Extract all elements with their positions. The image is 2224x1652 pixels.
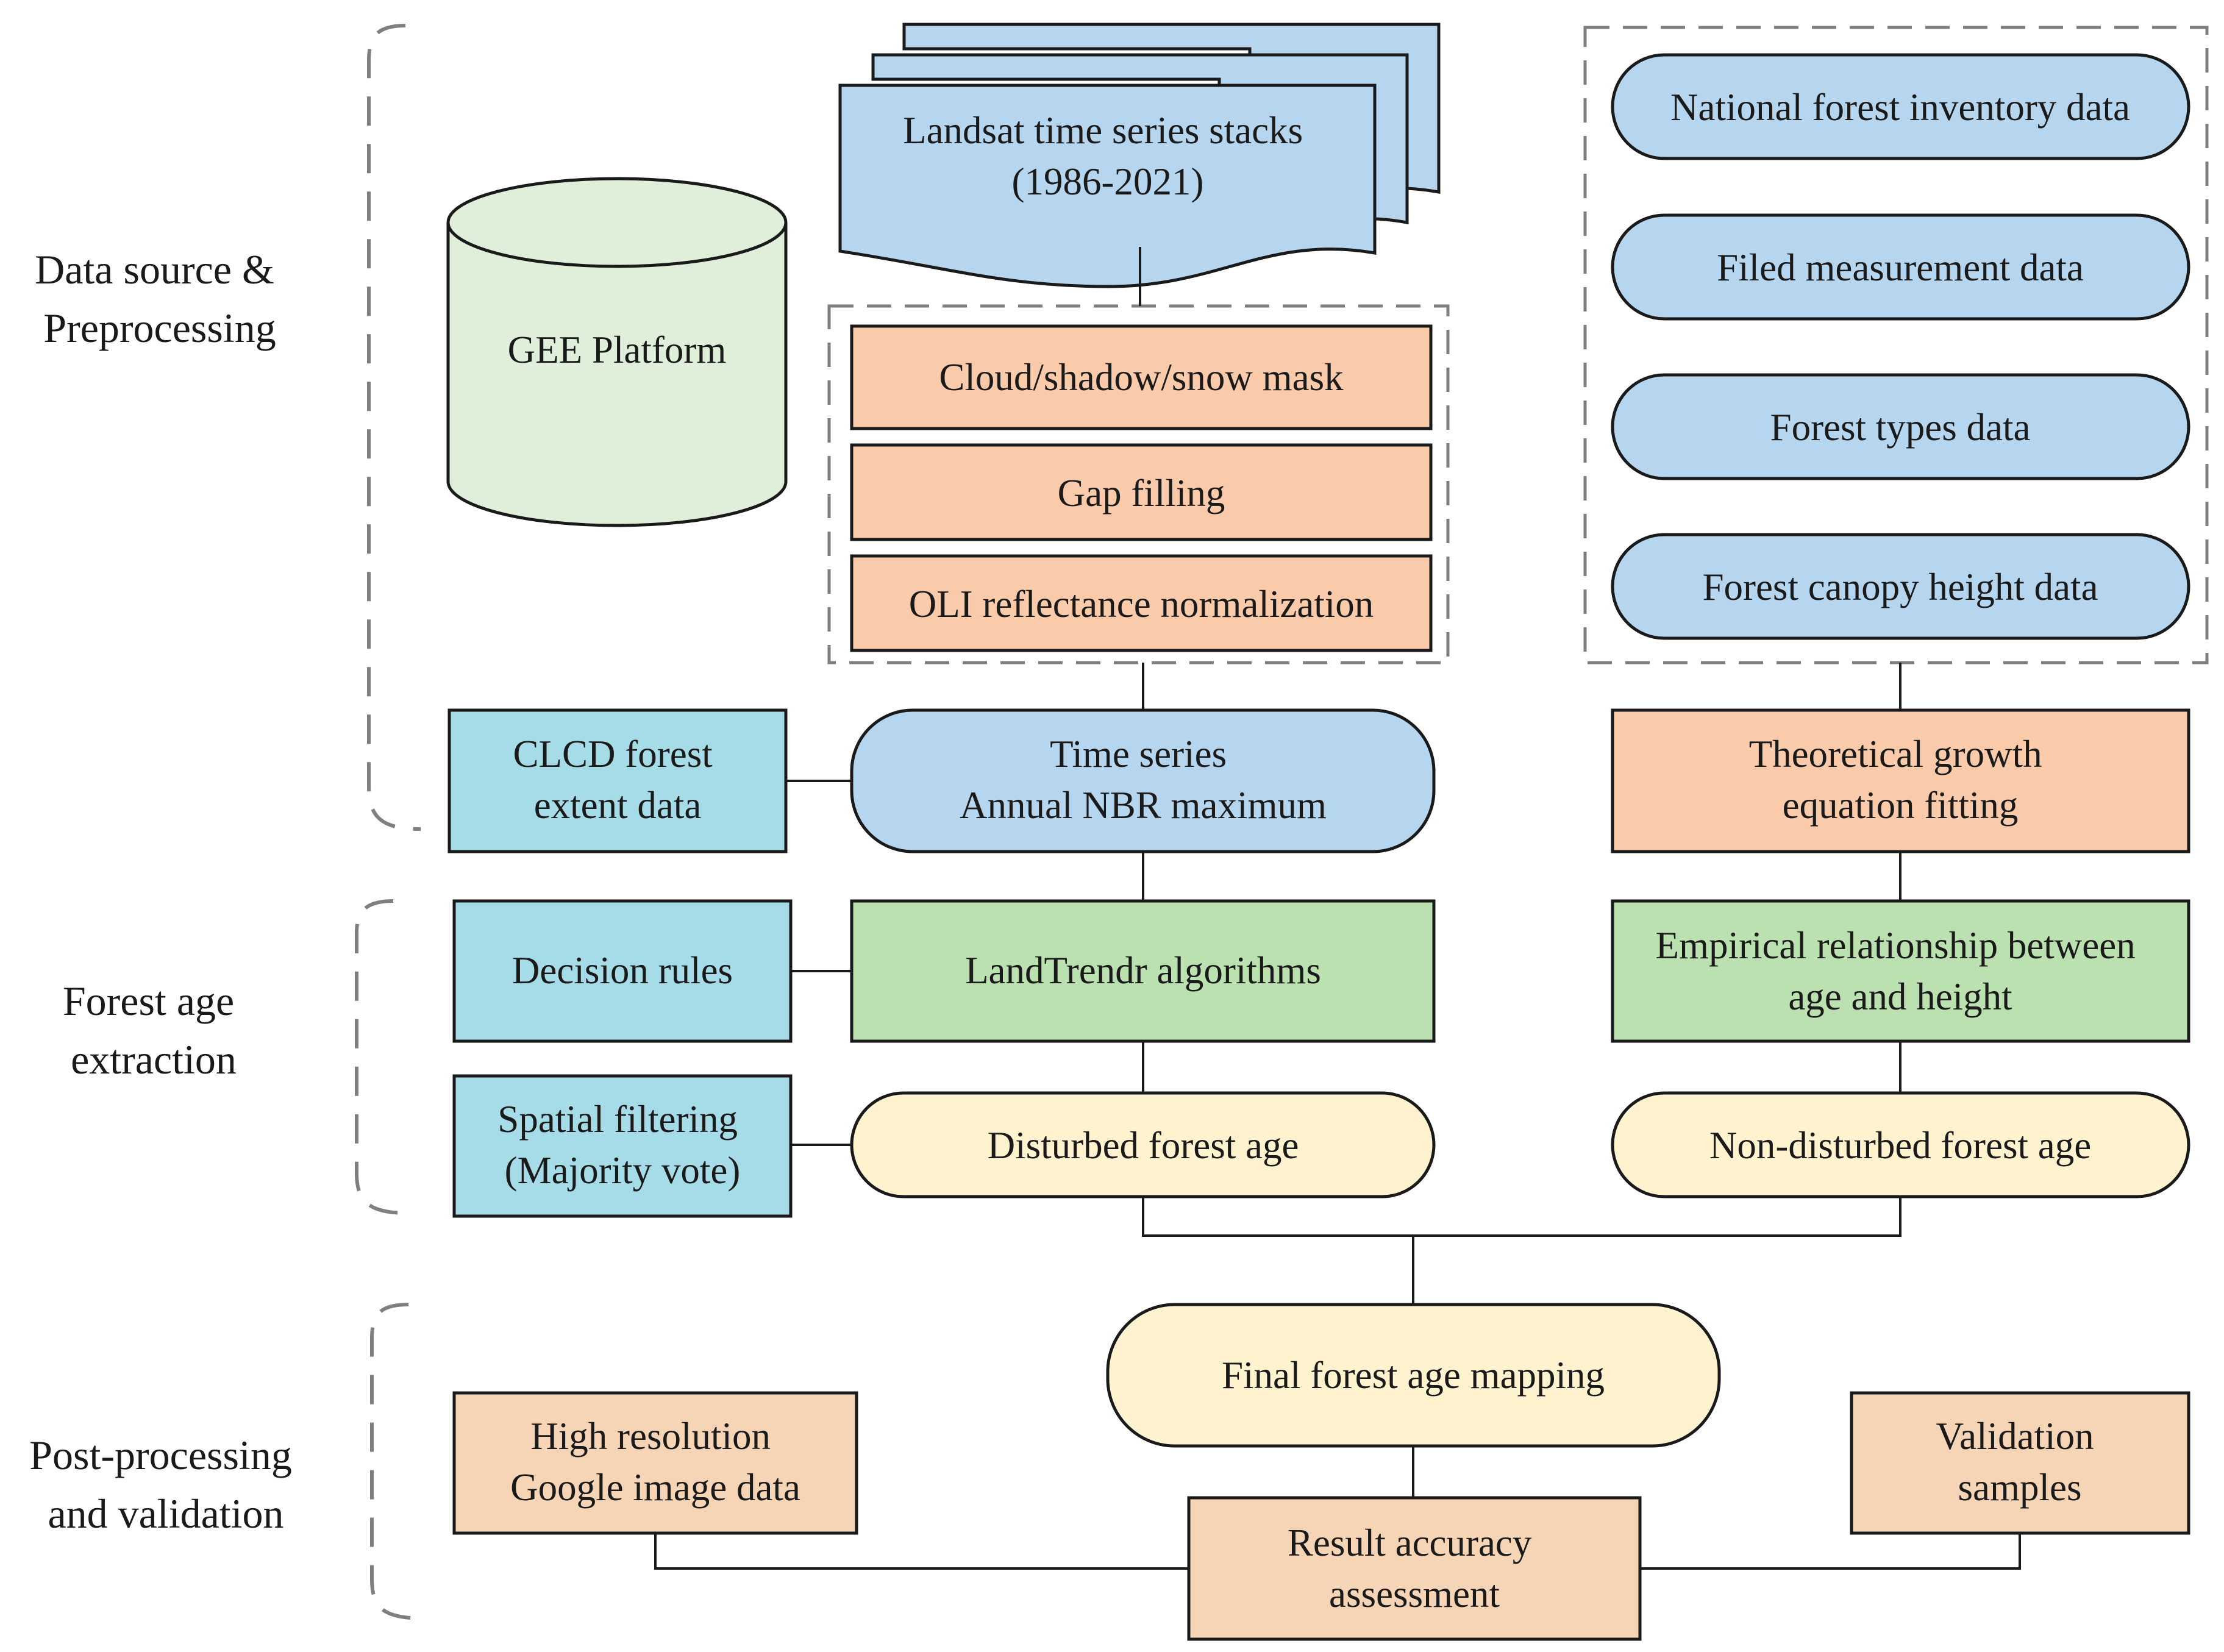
empirical-relationship-box <box>1611 899 2190 1043</box>
gap-filling-box <box>850 443 1433 541</box>
forest-types-label: Forest types data <box>1770 406 2031 449</box>
section-label-post-processing: Post-processing and validation <box>29 1432 302 1537</box>
canopy-height-label: Forest canopy height data <box>1702 566 2098 608</box>
empirical-relationship-label: Empirical relationship between age and h… <box>1656 924 2145 1018</box>
accuracy-assessment-label: Result accuracy assessment <box>1288 1522 1541 1615</box>
field-measurement-pill <box>1611 213 2190 321</box>
oli-normalization-box <box>850 554 1433 652</box>
cloud-mask-box <box>850 324 1433 430</box>
time-series-pill <box>850 708 1436 853</box>
reference-data-group <box>1583 26 2209 664</box>
decision-rules-box <box>452 899 793 1043</box>
validation-samples-box <box>1850 1391 2190 1535</box>
landsat-document-stack <box>838 23 1441 288</box>
gee-platform-label: GEE Platform <box>508 329 727 371</box>
decision-rules-label: Decision rules <box>512 949 733 992</box>
bracket-post-processing <box>370 1303 427 1620</box>
arrow-validation-to-accuracy <box>1639 1533 2021 1570</box>
accuracy-assessment-box <box>1187 1496 1642 1641</box>
merge-line <box>1142 1197 1901 1237</box>
cloud-mask-label: Cloud/shadow/snow mask <box>939 356 1344 399</box>
spatial-filtering-label: Spatial filtering (Majority vote) <box>497 1098 747 1192</box>
clcd-box <box>447 708 788 853</box>
section-label-age-extraction: Forest age extraction <box>63 978 244 1083</box>
nfi-label: National forest inventory data <box>1670 86 2130 129</box>
connectors <box>654 247 2021 1570</box>
bracket-age-extraction <box>355 899 409 1215</box>
arrow-hires-to-accuracy <box>654 1533 1189 1570</box>
landtrendr-label: LandTrendr algorithms <box>965 949 1321 992</box>
time-series-label: Time series Annual NBR maximum <box>960 733 1327 827</box>
final-map-label: Final forest age mapping <box>1222 1354 1605 1397</box>
growth-equation-box <box>1611 708 2190 853</box>
oli-normalization-label: OLI reflectance normalization <box>909 583 1374 625</box>
growth-equation-label: Theoretical growth equation fitting <box>1749 733 2052 827</box>
gee-platform-cylinder <box>446 177 788 527</box>
validation-samples-label: Validation samples <box>1936 1415 2104 1509</box>
non-disturbed-age-label: Non-disturbed forest age <box>1709 1124 2091 1167</box>
disturbed-age-label: Disturbed forest age <box>988 1124 1299 1167</box>
landsat-label: Landsat time series stacks (1986-2021) <box>903 109 1313 203</box>
gap-filling-label: Gap filling <box>1058 472 1225 514</box>
spatial-filtering-box <box>452 1074 793 1218</box>
field-measurement-label: Filed measurement data <box>1717 246 2084 289</box>
section-label-data-source: Data source & Preprocessing <box>35 246 285 351</box>
clcd-label: CLCD forest extent data <box>513 733 722 827</box>
hires-google-box <box>452 1391 858 1535</box>
forest-types-pill <box>1611 373 2190 480</box>
bracket-data-source <box>367 24 421 831</box>
nfi-pill <box>1611 53 2190 160</box>
canopy-height-pill <box>1611 533 2190 640</box>
hires-google-label: High resolution Google image data <box>510 1415 800 1509</box>
